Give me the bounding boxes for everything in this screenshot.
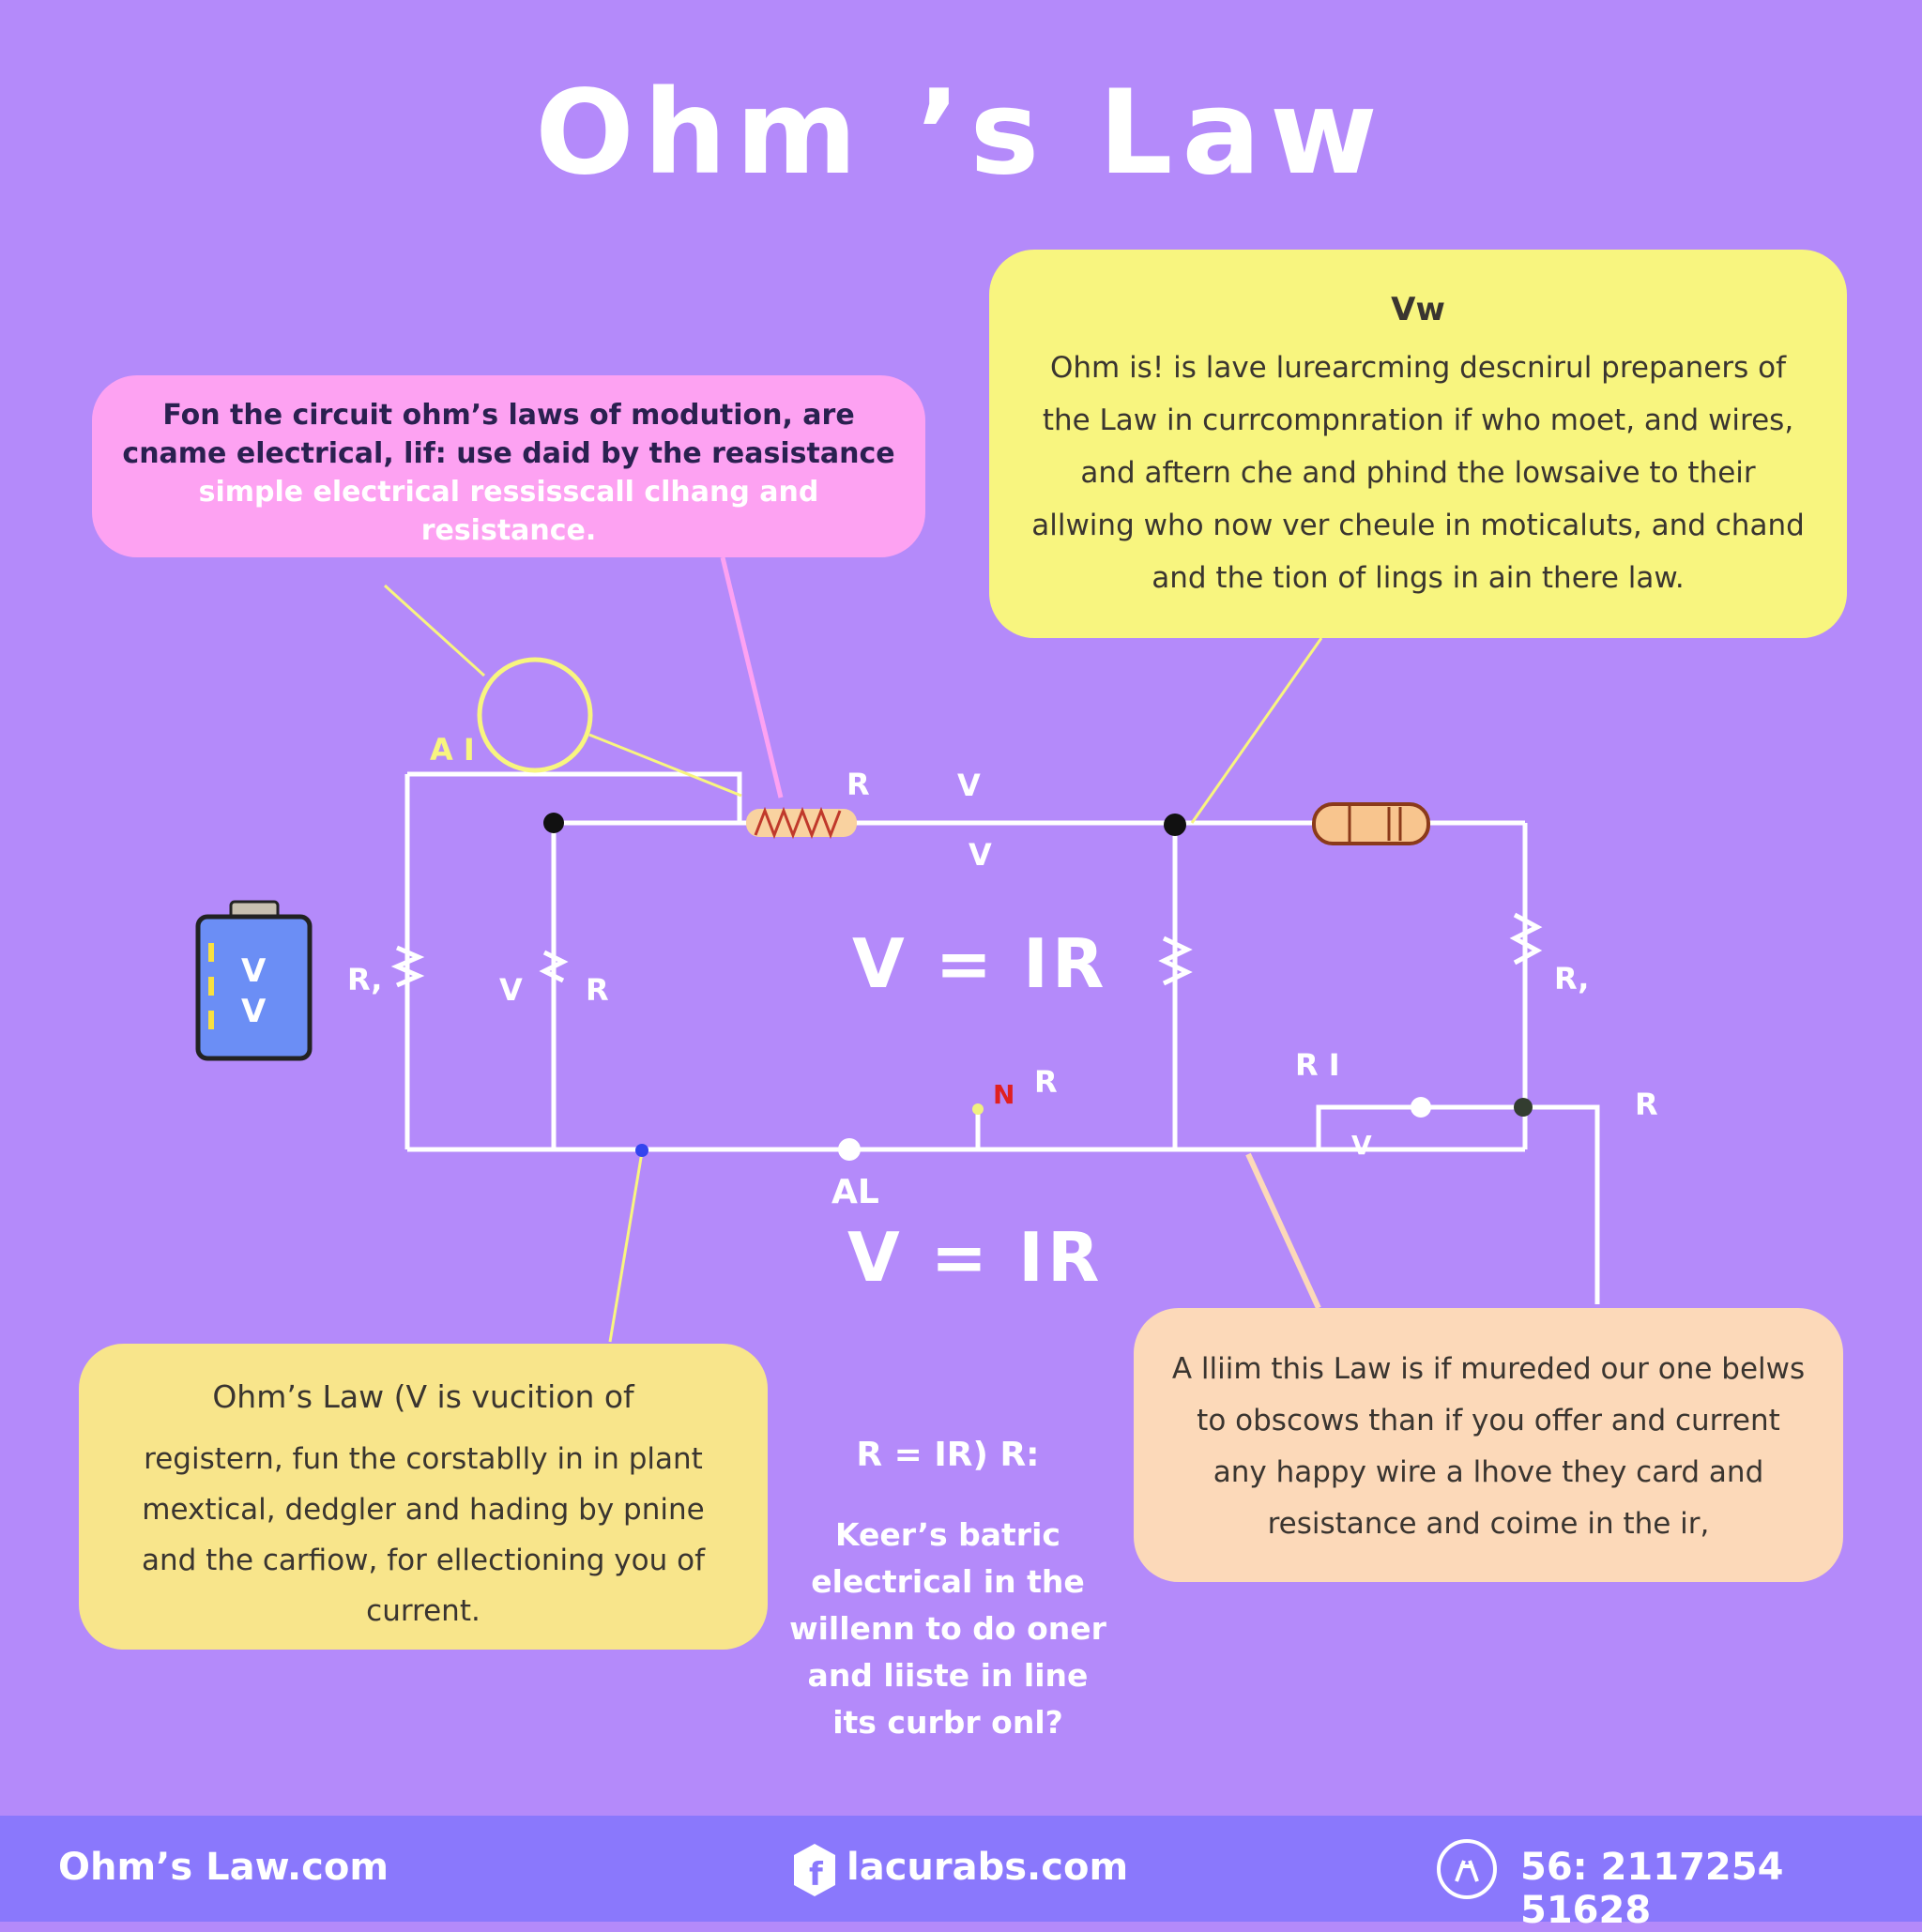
pink-line-3: simple electrical ressisscall clhang and <box>198 476 819 509</box>
bottom-left-heading: Ohm’s Law (V is vucition of <box>212 1378 634 1415</box>
label-r-right: R, <box>1554 961 1590 996</box>
equation-center: V = IR <box>852 924 1108 1003</box>
pink-line-2: cname electrical, lif: use daid by the r… <box>122 437 895 470</box>
pink-line-1: Fon the circuit ohm’s laws of modution, … <box>162 399 855 432</box>
yellow-callout: Vw Ohm is! is lave lurearcming descnirul… <box>989 250 1847 638</box>
label-v-left: V <box>499 972 523 1008</box>
footer-phone: 56: 2117254 51628 <box>1520 1846 1784 1932</box>
label-n: N <box>993 1079 1015 1110</box>
pink-callout: Fon the circuit ohm’s laws of modution, … <box>92 375 925 557</box>
coil-resistor <box>746 806 857 840</box>
label-r-left: R, <box>347 962 383 997</box>
page-title: Ohm ’s Law <box>535 66 1387 201</box>
battery-icon <box>195 900 313 1061</box>
svg-text:f: f <box>809 1856 824 1894</box>
bottom-left-callout: Ohm’s Law (V is vucition of registern, f… <box>79 1344 768 1650</box>
pink-line-4: resistance. <box>420 514 597 547</box>
cylinder-component <box>1312 802 1430 845</box>
label-r-mid: R <box>1034 1064 1058 1100</box>
label-r1: R I <box>1295 1047 1340 1083</box>
label-v-bottom: V <box>1351 1130 1372 1161</box>
label-r-left2: R <box>586 972 609 1008</box>
label-v-top2: V <box>969 837 992 873</box>
footer: Ohm’s Law.com f lacurabs.com 56: 2117254… <box>0 1816 1922 1932</box>
footer-social-link[interactable]: lacurabs.com <box>847 1846 1129 1889</box>
yellow-heading: Vw <box>1391 291 1445 328</box>
phone-icon <box>1437 1839 1497 1899</box>
facebook-icon: f <box>794 1844 835 1896</box>
nodes <box>543 813 1533 1161</box>
middle-note: R = IR) R: Keer’s batric electrical in t… <box>788 1436 1107 1746</box>
bottom-right-callout: A lliim this Law is if mureded our one b… <box>1134 1308 1843 1582</box>
middle-text: Keer’s batric electrical in the willenn … <box>789 1516 1106 1741</box>
bottom-right-text: A lliim this Law is if mureded our one b… <box>1171 1352 1806 1541</box>
pointer-lines <box>383 556 1323 1343</box>
label-al: AL <box>831 1173 879 1211</box>
footer-site-link[interactable]: Ohm’s Law.com <box>58 1846 389 1889</box>
label-v-top: V <box>957 768 981 803</box>
label-r-far: R <box>1635 1087 1658 1122</box>
battery-label-v2: V <box>241 993 267 1030</box>
label-a1: A I <box>430 732 475 768</box>
equation-lower: V = IR <box>847 1218 1104 1297</box>
battery-label-v1: V <box>241 952 267 990</box>
wires <box>390 771 1600 1304</box>
bottom-left-text: registern, fun the corstablly in in plan… <box>141 1442 705 1628</box>
middle-formula: R = IR) R: <box>856 1436 1040 1474</box>
label-r-top: R <box>847 767 870 802</box>
yellow-text: Ohm is! is lave lurearcming descnirul pr… <box>1031 351 1805 595</box>
